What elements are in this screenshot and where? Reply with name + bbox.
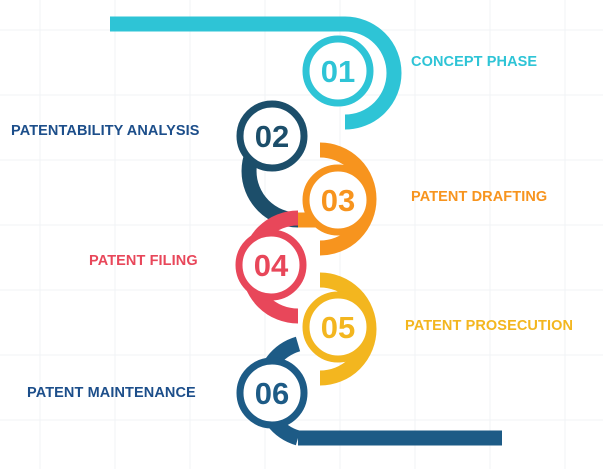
step-04-circle	[235, 229, 307, 301]
step-02-group: 02	[236, 100, 308, 228]
step-01-number: 01	[321, 54, 355, 89]
step-01-label: CONCEPT PHASE	[411, 54, 538, 70]
step-03-group: 03	[298, 142, 377, 256]
step-06-circle	[236, 357, 308, 429]
step-04-group: 04	[235, 210, 307, 324]
step-01-ribbon-arc	[344, 16, 402, 130]
step-02-label: PATENTABILITY ANALYSIS	[11, 123, 200, 139]
step-06-number: 06	[255, 376, 289, 411]
step-04-number: 04	[254, 248, 289, 283]
step-03-number: 03	[321, 183, 355, 218]
step-04-label: PATENT FILING	[89, 253, 198, 269]
step-05-group: 05	[302, 272, 377, 386]
step-02-number: 02	[255, 119, 289, 154]
step-06-group: 06	[236, 336, 502, 446]
step-05-circle	[302, 291, 374, 363]
step-01-circle	[302, 35, 374, 107]
step-03-circle	[302, 164, 374, 236]
step-05-label: PATENT PROSECUTION	[405, 318, 574, 334]
step-03-label: PATENT DRAFTING	[411, 189, 548, 205]
step-02-circle	[236, 100, 308, 172]
step-06-label: PATENT MAINTENANCE	[27, 385, 196, 401]
step-01-group: 01	[110, 16, 402, 130]
step-05-number: 05	[321, 310, 355, 345]
